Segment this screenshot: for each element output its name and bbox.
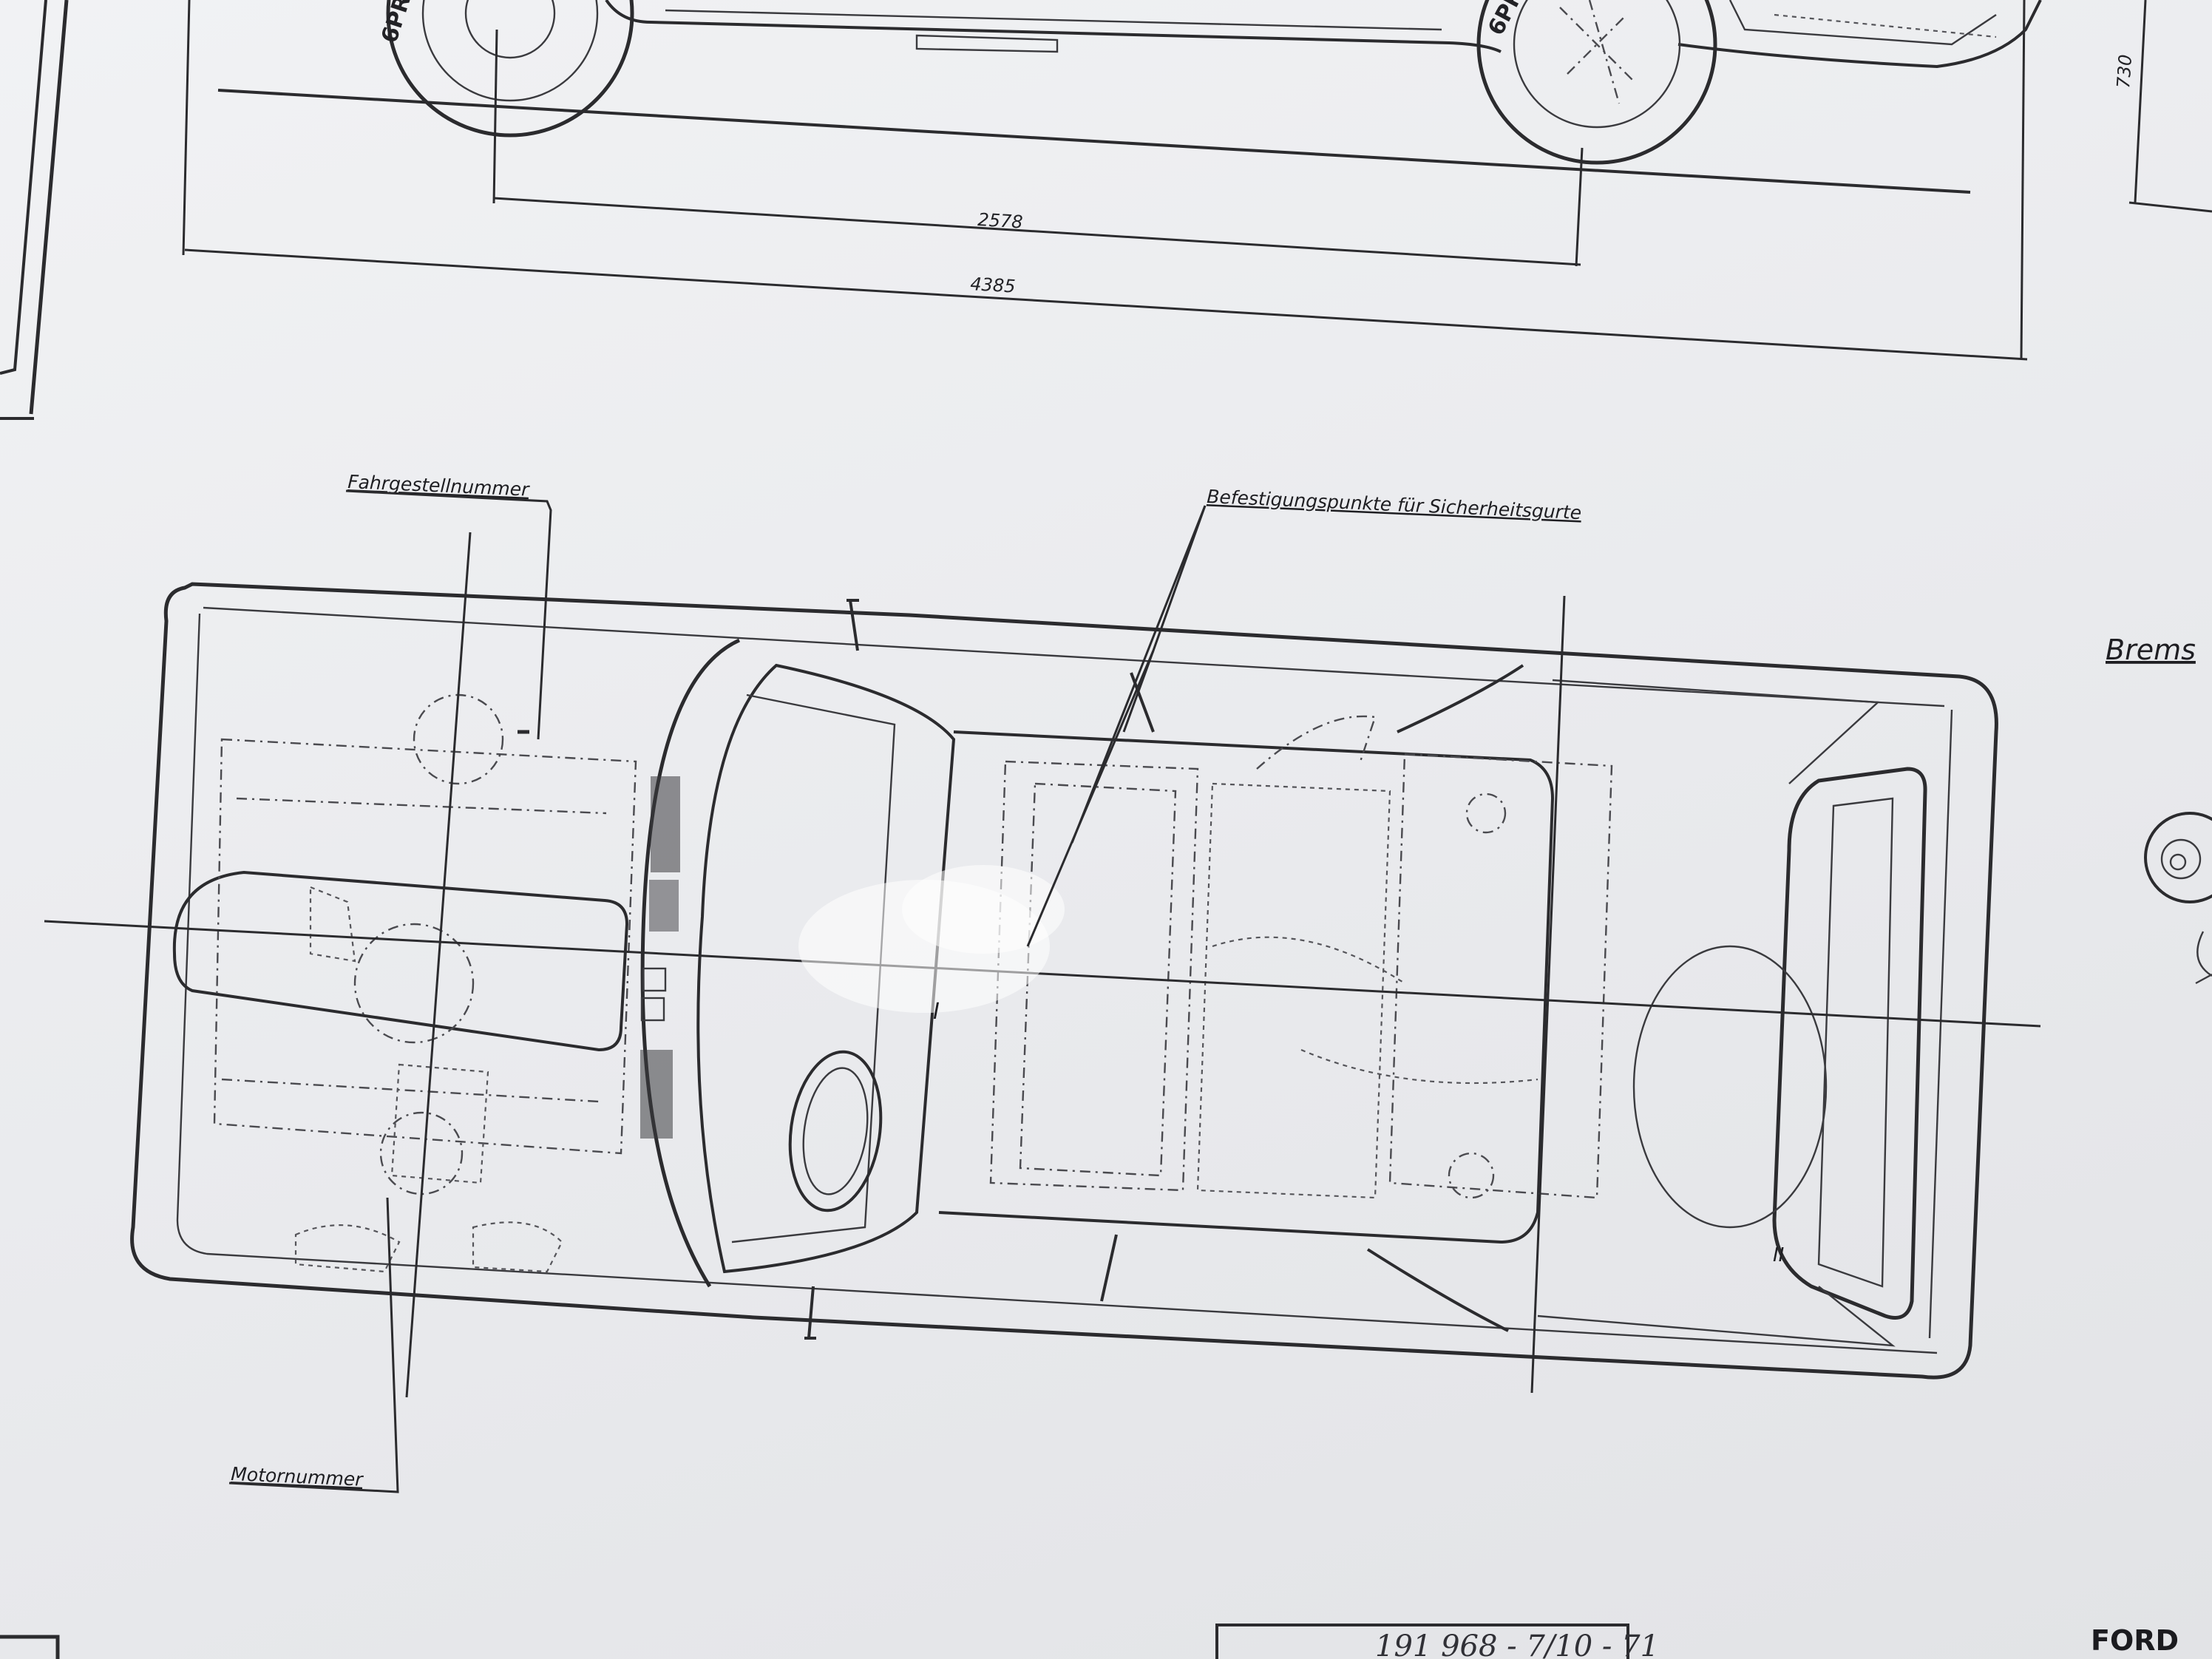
overall-length-dimension: 4385: [970, 274, 1017, 297]
seat-marker-front: I: [933, 999, 940, 1025]
front-tire-marking: 6PR/6,95 S13 4PR/165 SR 13: [1483, 0, 1673, 40]
annotation-labels: Fahrgestellnummer Befestigungspunkte für…: [228, 471, 2196, 1493]
steering-wheel: [788, 1050, 883, 1212]
height-dimension: 730: [2113, 54, 2136, 89]
rear-wheel: 6PR/6,95 S13 4PR/165 SR: [376, 0, 634, 138]
wheelbase-dimension: 2578: [977, 209, 1024, 233]
top-view-car: [44, 532, 2041, 1398]
front-wheel: 6PR/6,95 S13 4PR/165 SR 13: [1476, 0, 1717, 165]
footer-stamp: 191 968 - 7/10 - 71: [1375, 1629, 1659, 1659]
spare-wheel: [1632, 945, 1828, 1229]
left-frame-border: [0, 0, 69, 420]
seat-marker-rear: II: [1773, 1244, 1784, 1266]
dimension-lines: 2578 4385 730: [182, 0, 2212, 361]
seatbelt-points-label: Befestigungspunkte für Sicherheitsgurte: [1207, 486, 1582, 523]
dashboard-vents: [640, 776, 680, 1139]
brake-label-partial: Brems: [2106, 634, 2196, 666]
footer: 191 968 - 7/10 - 71 FORD: [0, 1624, 2179, 1659]
side-view-car: 6PR/6,95 S13 4PR/165 SR 6PR/6,95 S13 4PR…: [217, 0, 2042, 194]
rear-tire-marking: 6PR/6,95 S13 4PR/165 SR: [376, 0, 499, 46]
brake-disc-fragment: [2144, 812, 2212, 985]
footer-brand: FORD: [2091, 1624, 2179, 1657]
body-outline: [130, 582, 1998, 1380]
